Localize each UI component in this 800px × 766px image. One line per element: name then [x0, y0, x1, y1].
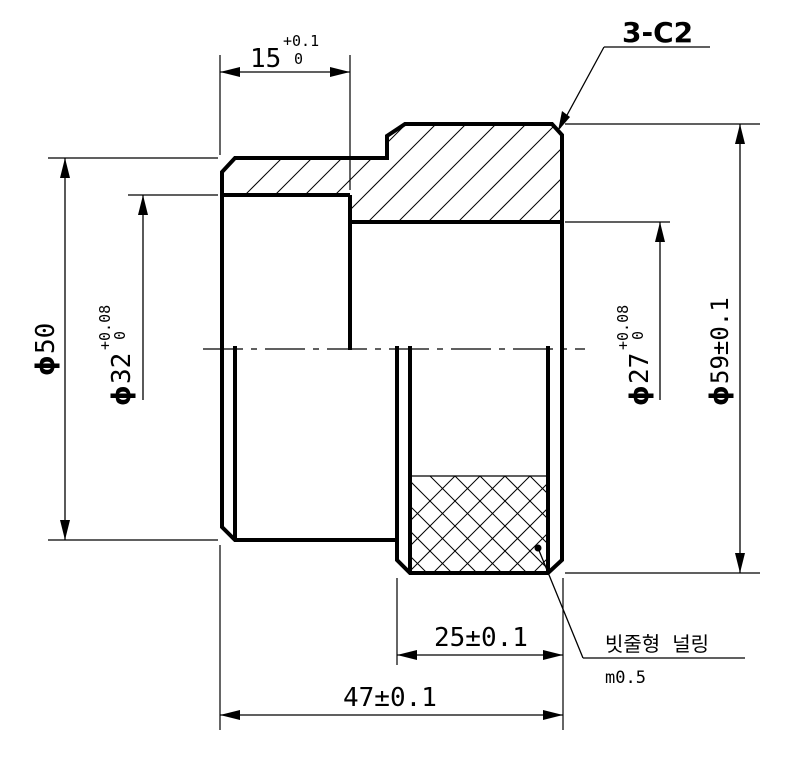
phi59-symbol: ϕ: [705, 385, 735, 406]
part-outline: [220, 122, 564, 575]
dim-25: 25±0.1: [434, 623, 528, 653]
knurl-label: 빗줄형 널링: [605, 632, 709, 656]
dim-phi32: ϕ 32 +0.08 0: [96, 305, 137, 406]
phi27-symbol: ϕ: [625, 385, 655, 406]
phi50-symbol: ϕ: [31, 355, 61, 376]
chamfer-leader: [558, 46, 710, 131]
phi32-upper: +0.08: [96, 305, 114, 350]
dim-15-upper: +0.1: [283, 32, 319, 50]
phi59-value: 59±0.1: [706, 297, 734, 384]
section-hatching: [222, 124, 562, 222]
phi27-nominal: 27: [625, 353, 655, 384]
dim-15: 15 +0.1 0: [250, 32, 319, 74]
dim-phi50: ϕ 50: [31, 323, 61, 376]
phi32-symbol: ϕ: [107, 385, 137, 406]
dim-15-lower: 0: [294, 50, 303, 68]
phi32-nominal: 32: [107, 353, 137, 384]
knurl-pattern: [411, 476, 548, 574]
chamfer-label: 3-C2: [622, 16, 693, 49]
knurl-module: m0.5: [605, 668, 646, 688]
phi27-upper: +0.08: [614, 305, 632, 350]
dim-15-nominal: 15: [250, 44, 281, 74]
dimension-lines: [60, 67, 745, 720]
knurl-leader: [534, 544, 745, 659]
dim-phi27: ϕ 27 +0.08 0: [614, 305, 655, 406]
extension-lines: [48, 55, 760, 730]
dim-47: 47±0.1: [343, 683, 437, 713]
phi32-lower: 0: [111, 331, 129, 340]
phi27-lower: 0: [629, 331, 647, 340]
phi50-value: 50: [31, 323, 61, 354]
dim-phi59: ϕ 59±0.1: [705, 297, 735, 406]
